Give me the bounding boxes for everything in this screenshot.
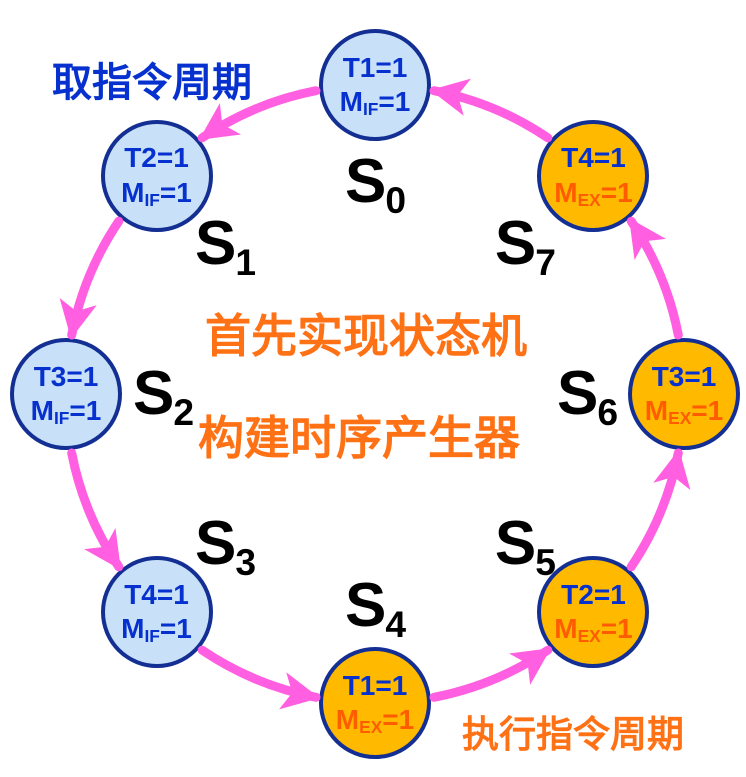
machine-cycle-signal-label: MEX=1 — [554, 612, 632, 646]
state-name-base: S — [344, 147, 386, 216]
state-name-subscript: 1 — [235, 241, 256, 284]
machine-cycle-signal-label: MIF=1 — [121, 176, 192, 210]
m-eq: =1 — [69, 395, 102, 426]
timing-signal-label: T1=1 — [342, 669, 408, 701]
state-name-base: S — [344, 571, 386, 640]
timing-signal-label: T3=1 — [651, 360, 717, 392]
state-name-base: S — [195, 508, 236, 578]
state-name-S2: S2 — [133, 363, 194, 431]
state-name-S6: S6 — [557, 363, 618, 431]
m-base: M — [554, 176, 578, 208]
m-subscript: IF — [53, 407, 70, 428]
m-subscript: IF — [362, 98, 379, 119]
timing-signal-label: T1=1 — [342, 51, 408, 83]
m-base: M — [30, 395, 54, 426]
transition-arrow-S2-to-S3 — [67, 448, 124, 572]
m-subscript: EX — [577, 189, 601, 210]
timing-signal-label: T3=1 — [33, 360, 99, 392]
machine-cycle-signal-label: MIF=1 — [121, 612, 192, 646]
machine-cycle-signal-label: MIF=1 — [340, 85, 411, 119]
transition-arrow-S5-to-S6 — [626, 448, 691, 572]
state-name-S0: S0 — [345, 151, 406, 219]
state-name-subscript: 0 — [385, 179, 406, 222]
state-name-S3: S3 — [195, 512, 256, 580]
m-subscript: EX — [577, 626, 601, 647]
state-name-subscript: 6 — [597, 391, 618, 434]
state-name-base: S — [494, 209, 536, 279]
state-name-base: S — [132, 359, 174, 428]
machine-cycle-signal-label: MEX=1 — [554, 176, 632, 210]
m-base: M — [121, 176, 145, 208]
transition-arrow-S4-to-S5 — [429, 645, 553, 702]
m-base: M — [554, 613, 578, 645]
m-base: M — [644, 395, 669, 426]
m-eq: =1 — [600, 176, 633, 208]
m-subscript: IF — [144, 189, 160, 210]
state-name-S5: S5 — [495, 512, 556, 580]
m-subscript: IF — [144, 626, 160, 647]
m-eq: =1 — [378, 86, 411, 117]
execute-cycle-label: 执行指令周期 — [462, 714, 684, 755]
state-name-subscript: 5 — [535, 541, 556, 584]
state-name-subscript: 7 — [535, 241, 556, 284]
machine-cycle-signal-label: MIF=1 — [31, 394, 102, 428]
transition-arrow-S7-to-S0 — [429, 78, 553, 143]
transition-arrow-S3-to-S4 — [197, 645, 321, 710]
center-title-line1: 首先实现状态机 — [205, 310, 527, 362]
timing-signal-label: T2=1 — [124, 142, 189, 174]
m-eq: =1 — [159, 176, 192, 208]
m-base: M — [339, 86, 363, 117]
timing-signal-label: T4=1 — [124, 579, 189, 611]
m-eq: =1 — [382, 704, 415, 735]
m-eq: =1 — [691, 395, 724, 426]
fetch-cycle-label: 取指令周期 — [52, 61, 252, 105]
state-name-base: S — [556, 359, 598, 428]
state-name-S1: S1 — [195, 213, 256, 281]
machine-cycle-signal-label: MEX=1 — [645, 394, 723, 428]
center-title-line2: 构建时序产生器 — [198, 412, 520, 464]
state-name-S4: S4 — [345, 575, 406, 643]
state-name-subscript: 3 — [235, 541, 256, 584]
m-eq: =1 — [159, 613, 192, 645]
state-name-subscript: 2 — [173, 391, 194, 434]
timing-signal-label: T4=1 — [561, 142, 626, 174]
state-name-S7: S7 — [495, 213, 556, 281]
m-eq: =1 — [600, 613, 633, 645]
m-base: M — [121, 613, 145, 645]
timing-signal-label: T2=1 — [561, 579, 626, 611]
m-base: M — [335, 704, 360, 735]
machine-cycle-signal-label: MEX=1 — [336, 703, 414, 737]
transition-arrow-S1-to-S2 — [59, 216, 124, 340]
state-name-base: S — [195, 209, 236, 279]
state-name-base: S — [494, 508, 536, 578]
transition-arrow-S6-to-S7 — [626, 216, 683, 340]
m-subscript: EX — [359, 716, 383, 737]
m-subscript: EX — [668, 407, 692, 428]
state-name-subscript: 4 — [385, 603, 406, 646]
